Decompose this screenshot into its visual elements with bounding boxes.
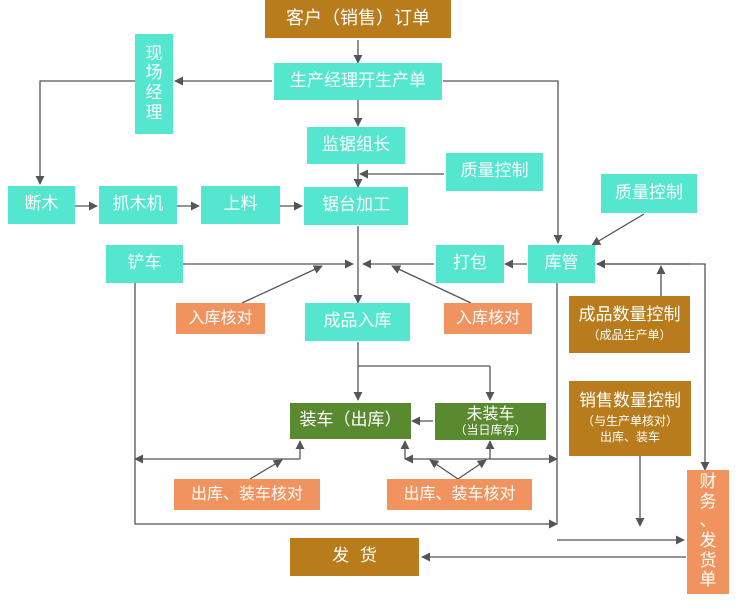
node-not-loaded-title: 未装车: [466, 404, 515, 424]
arrow-qc2-to-warehouse: [591, 213, 645, 246]
node-finance-shipping-order: 财 务 、 发 货 单: [687, 470, 729, 594]
node-site-manager-char: 现: [145, 43, 163, 64]
node-finance-char: 货: [699, 550, 717, 571]
node-loading-outbound: 装车（出库）: [290, 403, 411, 439]
node-site-manager-char: 理: [145, 102, 163, 123]
arrow-check-left-to-center: [241, 265, 323, 304]
node-production-manager: 生产经理开生产单: [274, 63, 442, 100]
node-cut-wood: 断木: [8, 186, 75, 224]
node-finance-char: 单: [699, 570, 717, 591]
node-log-grabber: 抓木机: [99, 186, 177, 224]
node-not-loaded: 未装车 （当日库存）: [435, 403, 546, 440]
node-loading: 上料: [201, 186, 280, 224]
node-finished-inbound: 成品入库: [305, 303, 410, 341]
node-forklift: 铲车: [106, 245, 183, 283]
node-not-loaded-sub: （当日库存）: [454, 422, 527, 437]
node-finished-qty-control: 成品数量控制 （成品生产单）: [569, 296, 690, 353]
node-finance-char: 发: [699, 531, 717, 551]
node-site-manager-char: 经: [145, 83, 163, 103]
node-finished-qty-title: 成品数量控制: [578, 305, 681, 326]
node-inbound-check-right: 入库核对: [444, 303, 532, 334]
node-outbound-check-right: 出库、装车核对: [387, 479, 532, 510]
arrow-outcheck-right-a: [429, 459, 459, 480]
arrow-manager-to-warehouse: [443, 80, 563, 244]
node-packing: 打包: [436, 245, 504, 283]
node-inbound-check-left: 入库核对: [176, 303, 265, 334]
node-shipping: 发 货: [290, 538, 419, 576]
node-site-manager: 现 场 经 理: [135, 34, 173, 134]
node-quality-control-2: 质量控制: [601, 174, 697, 213]
node-finance-char: 、: [699, 511, 717, 532]
node-finance-char: 务: [699, 491, 717, 512]
arrow-outcheck-left: [249, 459, 283, 480]
node-outbound-check-left: 出库、装车核对: [174, 479, 320, 510]
node-site-manager-char: 场: [145, 63, 163, 84]
node-saw-processing: 锯台加工: [304, 187, 408, 225]
node-saw-supervisor: 监锯组长: [307, 127, 405, 164]
node-sales-qty-control: 销售数量控制 （与生产单核对） 出库、装车: [569, 381, 691, 456]
node-sales-qty-title: 销售数量控制: [579, 391, 681, 412]
arrow-forklift-to-shipping: [134, 283, 558, 529]
arrow-site-to-cut: [35, 80, 135, 185]
node-warehouse: 库管: [528, 245, 595, 283]
node-quality-control-1: 质量控制: [446, 153, 543, 191]
node-finished-qty-sub: （成品生产单）: [587, 327, 672, 342]
node-finance-char: 财: [699, 472, 717, 493]
arrow-outcheck-right-b: [457, 459, 487, 480]
node-sales-qty-sub2: 出库、装车: [599, 429, 660, 444]
arrow-check-right-to-center: [391, 265, 472, 304]
node-sales-qty-sub1: （与生产单核对）: [581, 413, 678, 428]
node-customer-order: 客户（销售）订单: [265, 0, 451, 38]
